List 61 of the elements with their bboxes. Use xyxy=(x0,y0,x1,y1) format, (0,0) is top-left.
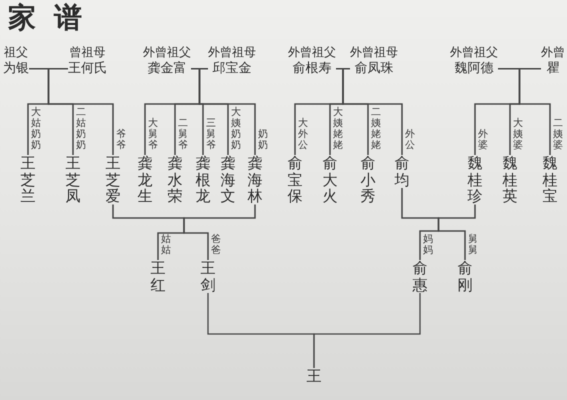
relation-label: 外公 xyxy=(405,129,415,151)
person-name: 俞惠 xyxy=(412,260,428,293)
person-name: 龚海林 xyxy=(248,155,262,204)
person-name: 俞大火 xyxy=(322,155,338,204)
relation-label: 爸爸 xyxy=(211,234,221,256)
relation-label: 外婆 xyxy=(478,129,488,151)
relation-label: 外曾祖父 xyxy=(143,44,191,60)
relation-label: 二姨姥姥 xyxy=(371,107,381,151)
relation-label: 三舅爷 xyxy=(206,118,216,151)
person-name: 俞凤珠 xyxy=(354,60,394,78)
relation-label: 大外公 xyxy=(298,118,308,151)
person-name: 王剑 xyxy=(200,260,216,293)
person-name: 王芝爱 xyxy=(106,155,120,204)
person-name: 王芝兰 xyxy=(20,155,36,204)
person-name: 龚水荣 xyxy=(168,155,182,204)
relation-label: 外曾 xyxy=(541,44,565,60)
relation-label: 大姨姥姥 xyxy=(333,107,343,151)
relation-label: 大姨奶奶 xyxy=(231,107,241,151)
person-name: 瞿 xyxy=(546,60,560,78)
relation-label: 大姨婆 xyxy=(513,118,523,151)
person-name: 魏桂珍 xyxy=(468,155,482,204)
family-line xyxy=(183,204,256,260)
relation-label: 二舅爷 xyxy=(178,118,188,151)
person-name: 魏桂英 xyxy=(502,155,518,204)
person-name: 魏桂宝 xyxy=(542,155,558,204)
family-line xyxy=(518,68,551,155)
relation-label: 外曾祖母 xyxy=(350,44,398,60)
person-name: 为银 xyxy=(3,60,29,78)
relation-label: 姑姑 xyxy=(161,234,171,256)
relation-label: 大姑奶奶 xyxy=(31,107,41,151)
family-line xyxy=(438,204,476,260)
person-name: 俞宝保 xyxy=(288,155,302,204)
person-name: 龚龙生 xyxy=(138,155,152,204)
relation-label: 二姨婆 xyxy=(553,118,563,151)
person-name: 龚根龙 xyxy=(196,155,210,204)
person-name: 王芝凤 xyxy=(66,155,80,204)
family-line xyxy=(48,68,114,155)
relation-label: 舅舅 xyxy=(468,234,478,256)
relation-label: 奶奶 xyxy=(258,129,268,151)
person-name: 俞根寿 xyxy=(292,60,332,78)
person-name: 俞均 xyxy=(394,155,410,188)
person-name: 龚金富 xyxy=(146,60,188,78)
person-name: 龚海文 xyxy=(220,155,236,204)
relation-label: 外曾祖母 xyxy=(208,44,256,60)
family-line xyxy=(313,293,421,368)
relation-label: 外曾祖父 xyxy=(450,44,498,60)
person-name: 魏阿德 xyxy=(454,60,494,78)
relation-label: 曾祖母 xyxy=(68,44,106,60)
person-name: 俞刚 xyxy=(458,260,472,293)
relation-label: 爷爷 xyxy=(116,129,126,151)
person-name: 俞小秀 xyxy=(360,155,376,204)
person-name: 王何氏 xyxy=(68,60,107,78)
relation-label: 祖父 xyxy=(3,44,29,60)
relation-label: 妈妈 xyxy=(423,234,433,256)
relation-label: 大舅爷 xyxy=(148,118,158,151)
person-name: 王 xyxy=(306,368,322,384)
relation-label: 外曾祖父 xyxy=(288,44,336,60)
person-name: 邱宝金 xyxy=(212,60,252,78)
page-title: 家谱 xyxy=(8,0,100,36)
person-name: 王红 xyxy=(150,260,166,293)
relation-label: 二姑奶奶 xyxy=(76,107,86,151)
